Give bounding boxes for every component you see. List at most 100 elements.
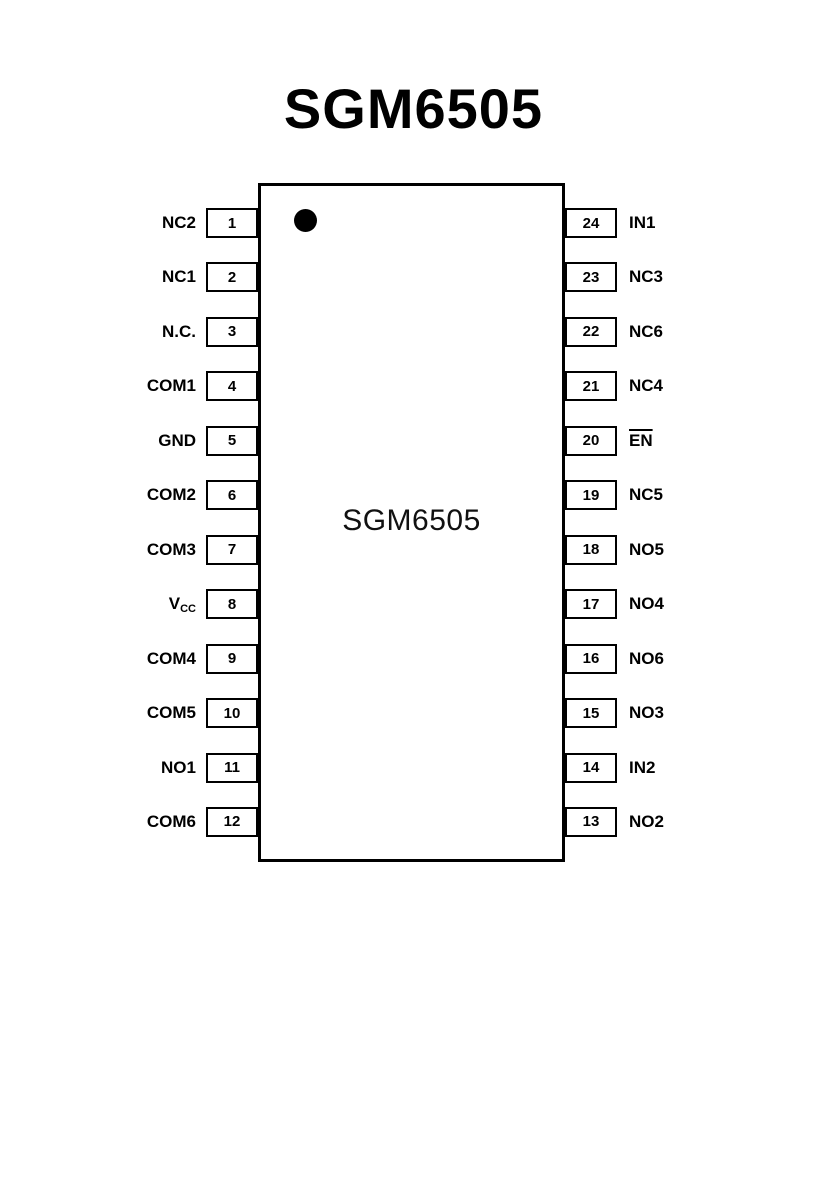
pin-number: 3 [227,323,237,341]
pin-label-text: COM1 [146,376,196,396]
pin-number: 7 [227,541,237,559]
pin-label: NO4 [629,594,664,614]
pin-label: COM3 [147,540,196,560]
pin-label: NO1 [161,758,196,778]
pin-number: 12 [223,813,241,831]
pin-label: NC3 [629,267,663,287]
pin-number: 6 [227,486,237,504]
pin-number: 13 [582,813,600,831]
pin-row: 15 NO3 [565,698,664,729]
pin-label: NO2 [629,812,664,832]
pin-label-text: NC3 [629,267,664,287]
pin-row: 17 NO4 [565,589,664,620]
pin-number: 10 [223,704,241,722]
pin-number: 2 [227,268,237,286]
pin-row: 19 NC5 [565,480,663,511]
pin-row: COM2 6 [0,480,258,511]
pin-label-text: COM2 [146,485,196,505]
pin-label-text: COM4 [146,648,196,668]
pin-number: 22 [582,323,600,341]
pin-label: COM2 [147,485,196,505]
pin-number: 24 [582,214,600,232]
pin-label: NC5 [629,485,663,505]
pin-label: IN2 [629,758,655,778]
pin-row: 23 NC3 [565,262,663,293]
pin-label-text: EN [629,430,653,450]
chip-body: SGM6505 [258,183,565,862]
pin-number-box: 22 [565,316,617,347]
pin-row: NC1 2 [0,262,258,293]
pin-label: GND [158,431,196,451]
pin-number-box: 15 [565,698,617,729]
pin-number-box: 13 [565,806,617,837]
pin-label-subscript: CC [180,602,196,615]
pin-number: 11 [224,759,240,776]
pin-label: NO5 [629,540,664,560]
pin-label-text: NC5 [629,485,664,505]
pin-row: GND 5 [0,425,258,456]
page-title: SGM6505 [283,77,544,140]
pin-number-box: 24 [565,208,617,238]
pin-number-box: 20 [565,425,617,456]
pin-label: IN1 [629,213,655,233]
pin-number-box: 2 [206,262,258,293]
pin-number: 19 [582,486,600,504]
pin-number: 4 [227,377,237,395]
pin-number-box: 5 [206,425,258,456]
pin-label: N.C. [162,322,196,342]
pin-label-text: NO4 [629,594,664,614]
pin-row: 13 NO2 [565,806,664,837]
pin-number: 23 [582,268,600,286]
pin-label: NC1 [162,267,196,287]
pin-number: 14 [582,759,600,776]
pin-label-text: NC4 [629,376,664,396]
pin-label: COM1 [147,376,196,396]
pin-label-text: NO5 [629,539,664,559]
pin-label: NO6 [629,649,664,669]
pin-row: NO1 11 [0,752,258,783]
pin-label-text: NO6 [629,648,664,668]
pin-row: 21 NC4 [565,371,663,402]
pin-label: NC4 [629,376,663,396]
pin-number-box: 1 [206,208,258,238]
pin-row: N.C. 3 [0,316,258,347]
pin-label-text: NO1 [161,757,196,777]
pin-number-box: 3 [206,316,258,347]
pin-number: 8 [227,595,237,613]
pin-row: VCC 8 [0,589,258,620]
pin-label: NC6 [629,322,663,342]
pin-number-box: 6 [206,480,258,511]
pin-number: 20 [582,432,600,450]
pin-label: COM6 [147,812,196,832]
pin-number-box: 19 [565,480,617,511]
pin-number-box: 23 [565,262,617,293]
pin-row: 14 IN2 [565,752,655,783]
pin-number: 16 [582,650,600,668]
pin-row: COM4 9 [0,643,258,674]
pin-number-box: 16 [565,643,617,674]
pin-number-box: 7 [206,534,258,565]
pin-number-box: 9 [206,643,258,674]
pin-label-text: IN1 [629,213,656,232]
pin-label-text: COM6 [146,811,196,831]
pin1-indicator-dot [294,209,317,232]
pin-label: NC2 [162,213,196,233]
pin-label-text: NC2 [161,213,196,232]
pin-label: COM4 [147,649,196,669]
pin-label: EN [629,431,653,451]
pin-row: COM6 12 [0,806,258,837]
pin-number-box: 12 [206,806,258,837]
pin-label: NO3 [629,703,664,723]
pin-label-text: V [168,593,181,613]
pin-label-text: COM3 [146,539,196,559]
pin-row: COM3 7 [0,534,258,565]
pin-label-text: NC1 [161,267,196,287]
pin-number: 17 [582,595,600,613]
pin-number: 21 [582,377,600,395]
pin-number-box: 11 [206,752,258,783]
pin-number-box: 21 [565,371,617,402]
pin-number-box: 14 [565,752,617,783]
